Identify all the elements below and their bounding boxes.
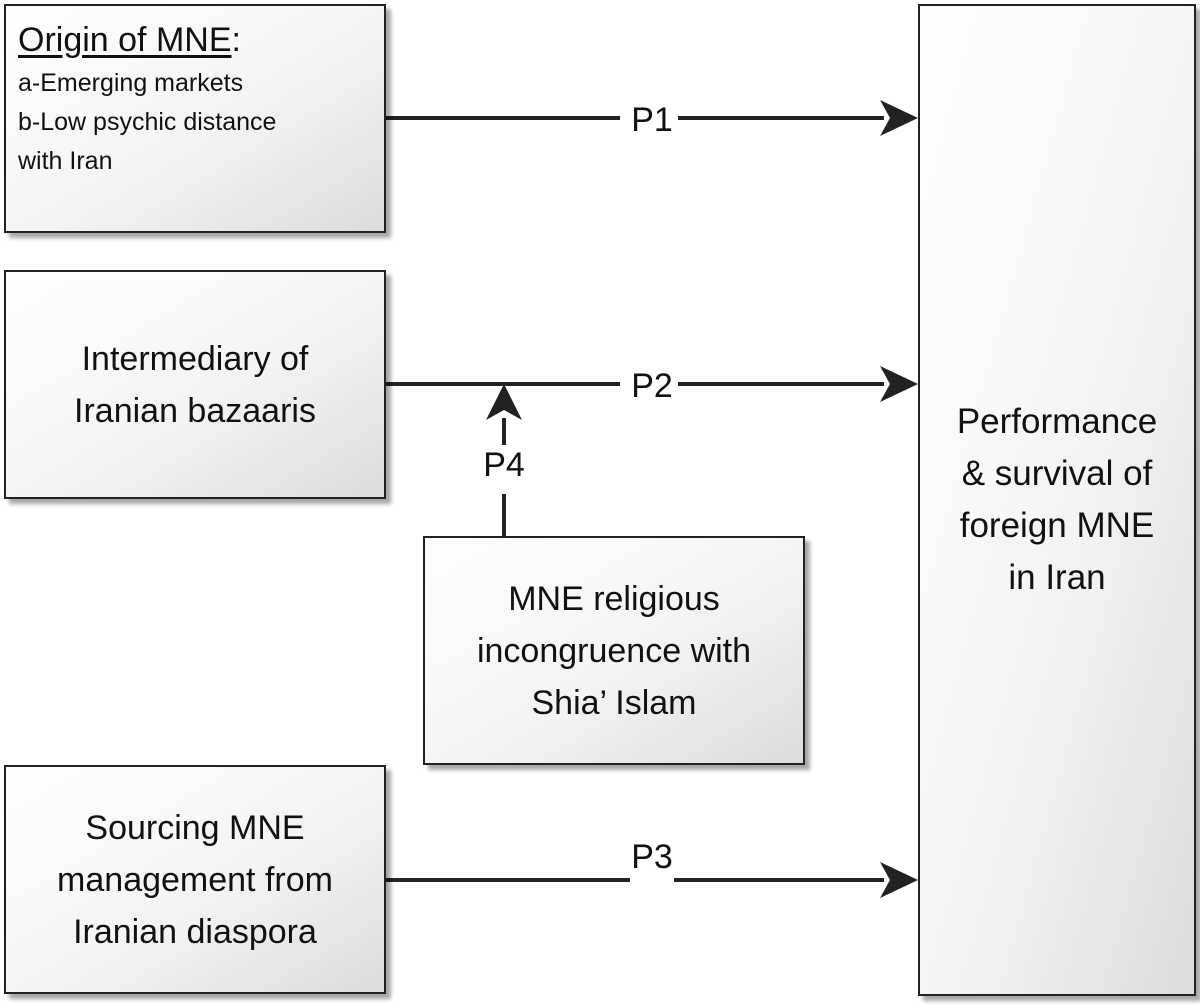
diaspora-line-3: Iranian diaspora bbox=[73, 912, 317, 951]
origin-heading: Origin of MNE: bbox=[18, 16, 384, 64]
performance-survival-box: Performance & survival of foreign MNE in… bbox=[918, 4, 1196, 996]
origin-item-1: a-Emerging markets bbox=[18, 69, 244, 97]
religious-incongruence-box: MNE religious incongruence with Shia’ Is… bbox=[423, 536, 805, 765]
bazaar-line-2: Iranian bazaaris bbox=[74, 391, 316, 430]
bazaar-line-1: Intermediary of bbox=[81, 339, 309, 378]
origin-of-mne-box: Origin of MNE: a-Emerging markets b-Low … bbox=[4, 4, 386, 233]
label-p4: P4 bbox=[483, 446, 525, 484]
outcome-line-4: in Iran bbox=[1008, 558, 1106, 597]
sourcing-diaspora-box: Sourcing MNE management from Iranian dia… bbox=[4, 765, 386, 994]
origin-heading-colon: : bbox=[231, 21, 241, 59]
origin-item-3: with Iran bbox=[18, 147, 113, 175]
outcome-line-3: foreign MNE bbox=[959, 506, 1155, 545]
arrow-p2: P2 bbox=[386, 366, 918, 405]
religion-line-2: incongruence with bbox=[476, 631, 752, 670]
origin-heading-underlined: Origin of MNE bbox=[18, 21, 232, 59]
outcome-line-2: & survival of bbox=[961, 454, 1153, 493]
arrow-p4: P4 bbox=[483, 384, 525, 536]
religion-line-3: Shia’ Islam bbox=[531, 683, 697, 722]
label-p1: P1 bbox=[631, 101, 673, 139]
label-p2: P2 bbox=[631, 367, 673, 405]
label-p3: P3 bbox=[631, 838, 673, 876]
religion-line-1: MNE religious bbox=[508, 579, 720, 618]
diaspora-line-2: management from bbox=[57, 860, 333, 899]
outcome-line-1: Performance bbox=[956, 402, 1158, 441]
origin-item-2: b-Low psychic distance bbox=[18, 108, 277, 136]
arrow-p1: P1 bbox=[386, 100, 918, 139]
arrow-p3: P3 bbox=[386, 838, 918, 898]
intermediary-bazaaris-box: Intermediary of Iranian bazaaris bbox=[4, 270, 386, 499]
diaspora-line-1: Sourcing MNE bbox=[85, 808, 305, 847]
